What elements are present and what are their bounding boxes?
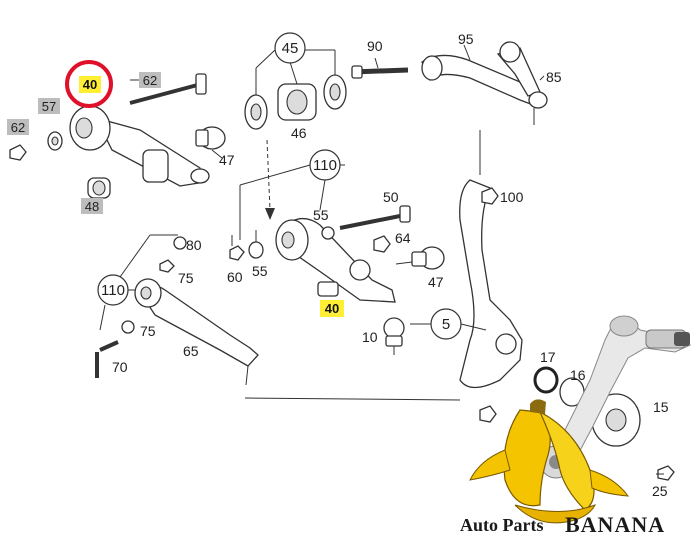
callout-15: 15 [653, 399, 669, 415]
callout-47-top: 47 [219, 152, 235, 168]
steering-knuckle [459, 130, 523, 389]
highlight-marker [65, 60, 113, 108]
callout-45: 45 [282, 40, 299, 57]
callout-110-mid: 110 [313, 157, 337, 174]
banana-logo [469, 399, 630, 524]
callout-46: 46 [291, 125, 307, 141]
upper-control-arm [421, 41, 548, 125]
brand-prefix: Auto Parts [460, 515, 544, 535]
callout-55-low: 55 [252, 263, 268, 279]
brand-name: BANANA [565, 512, 665, 537]
callout-17: 17 [540, 349, 556, 365]
callout-48: 48 [85, 199, 99, 214]
callout-10: 10 [362, 329, 378, 345]
callout-25: 25 [652, 483, 668, 499]
callout-40-mid: 40 [325, 301, 339, 316]
callout-5: 5 [442, 316, 450, 333]
callout-90: 90 [367, 38, 383, 54]
callout-95: 95 [458, 31, 474, 47]
callout-65: 65 [183, 343, 199, 359]
tension-strut [95, 234, 259, 386]
callout-40-top: 40 [83, 77, 97, 92]
callout-100: 100 [500, 189, 524, 205]
callout-75-low: 75 [140, 323, 156, 339]
lower-control-arm [239, 149, 445, 303]
callout-80: 80 [186, 237, 202, 253]
callout-57: 57 [42, 99, 56, 114]
strut-rod-assembly [9, 73, 226, 199]
callout-110-left: 110 [101, 282, 125, 299]
callout-64: 64 [395, 230, 411, 246]
bushing-set [244, 32, 409, 220]
callout-62-top: 62 [143, 73, 157, 88]
callout-85: 85 [546, 69, 562, 85]
callout-75-top: 75 [178, 270, 194, 286]
callout-60: 60 [227, 269, 243, 285]
lower-small-parts [229, 230, 264, 261]
hub-assembly [479, 366, 675, 481]
callout-70: 70 [112, 359, 128, 375]
ball-joint-10 [383, 308, 487, 355]
callout-47-mid: 47 [428, 274, 444, 290]
callout-55-mid: 55 [313, 207, 329, 223]
callout-62-left: 62 [11, 120, 25, 135]
callout-50: 50 [383, 189, 399, 205]
callout-16: 16 [570, 367, 586, 383]
